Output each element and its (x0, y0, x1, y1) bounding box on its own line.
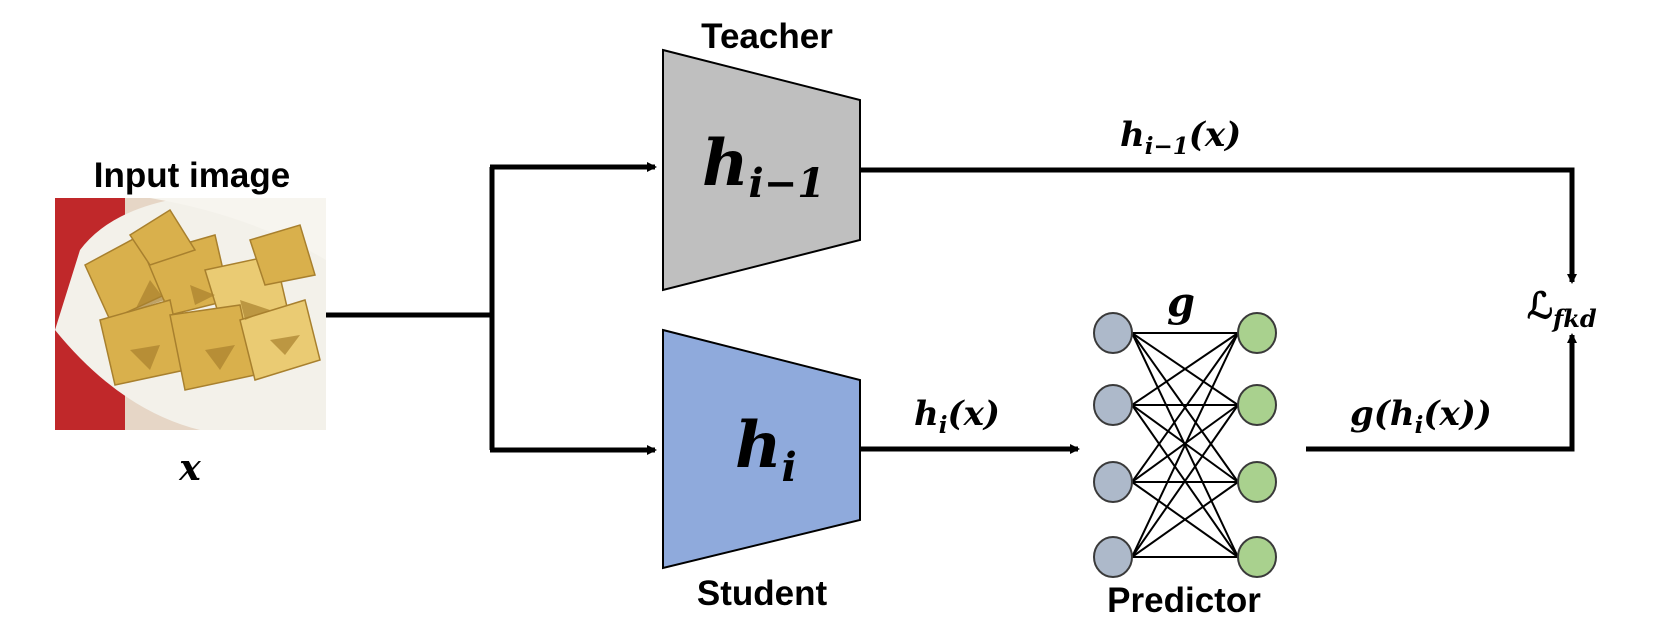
predictor-input-node (1093, 461, 1133, 503)
predictor-output-node (1237, 384, 1277, 426)
predictor-input-node (1093, 312, 1133, 354)
predictor-output-nodes (1237, 312, 1277, 578)
predictor-edge (1131, 404, 1239, 558)
predictor-edge (1131, 332, 1239, 558)
predictor-output-node (1237, 461, 1277, 503)
predictor-input-node (1093, 384, 1133, 426)
predictor-to-loss-arrow (1306, 333, 1577, 452)
predictor-output-node (1237, 536, 1277, 578)
input-image-title: Input image (94, 156, 290, 195)
predictor-title: Predictor (1107, 581, 1261, 620)
predictor-input-node (1093, 536, 1133, 578)
input-variable-x: x (178, 447, 201, 489)
teacher-to-loss-arrow (860, 167, 1577, 284)
teacher-network (662, 48, 861, 292)
predictor-connections (1131, 332, 1239, 558)
predictor-edge (1131, 332, 1239, 483)
student-output-label: hi(x) (914, 394, 1000, 439)
student-title: Student (697, 574, 828, 613)
predictor-input-nodes (1093, 312, 1133, 578)
predictor-output-node (1237, 312, 1277, 354)
teacher-title: Teacher (701, 17, 833, 56)
teacher-output-label: hi−1(x) (1120, 115, 1241, 160)
input-image (55, 198, 326, 430)
predictor-symbol: g (1167, 279, 1195, 326)
predictor-output-label: g(hi(x)) (1350, 394, 1492, 439)
teacher-symbol: hi−1 (702, 126, 825, 207)
predictor-edge (1131, 481, 1239, 558)
loss-symbol: ℒfkd (1527, 285, 1597, 333)
student-network (662, 328, 861, 570)
student-symbol: hi (735, 408, 797, 491)
predictor-edge (1131, 332, 1239, 406)
